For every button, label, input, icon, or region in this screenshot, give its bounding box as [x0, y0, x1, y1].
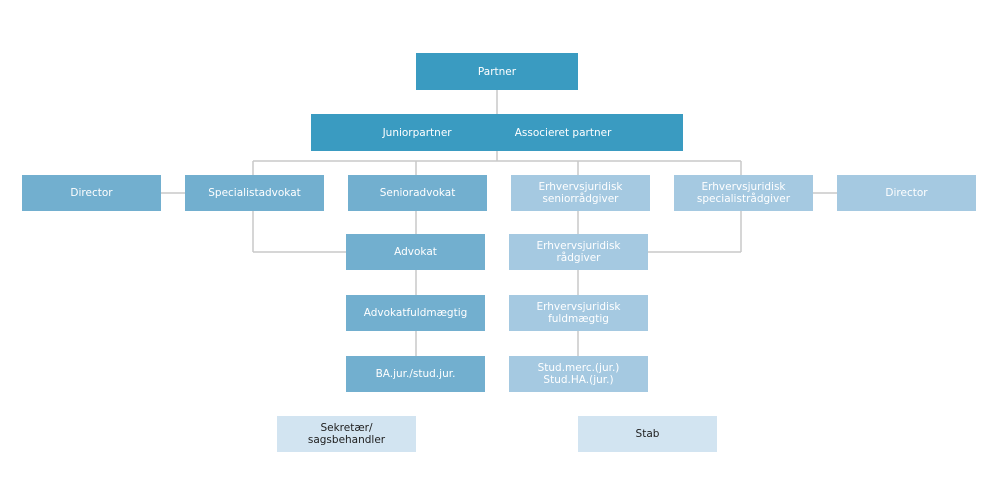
- node-director-right: Director: [837, 175, 976, 211]
- node-stud-merc: Stud.merc.(jur.) Stud.HA.(jur.): [509, 356, 648, 392]
- node-specialistadvokat: Specialistadvokat: [185, 175, 324, 211]
- node-partner: Partner: [416, 53, 578, 90]
- node-sekretaer-sagsbehandler: Sekretær/ sagsbehandler: [277, 416, 416, 452]
- node-senioradvokat: Senioradvokat: [348, 175, 487, 211]
- node-erhvervsjuridisk-fuldmaegtig: Erhvervsjuridisk fuldmægtig: [509, 295, 648, 331]
- node-advokatfuldmaegtig: Advokatfuldmægtig: [346, 295, 485, 331]
- node-stab: Stab: [578, 416, 717, 452]
- node-associeret-partner: Associeret partner: [514, 126, 612, 139]
- node-partner-level-2: Juniorpartner Associeret partner: [311, 114, 683, 151]
- node-erhvervsjuridisk-raadgiver: Erhvervsjuridisk rådgiver: [509, 234, 648, 270]
- node-erhvervsjuridisk-seniorraadgiver: Erhvervsjuridisk seniorrådgiver: [511, 175, 650, 211]
- node-director-left: Director: [22, 175, 161, 211]
- node-juniorpartner: Juniorpartner: [382, 126, 452, 139]
- node-ba-stud-jur: BA.jur./stud.jur.: [346, 356, 485, 392]
- node-erhvervsjuridisk-specialistraadgiver: Erhvervsjuridisk specialistrådgiver: [674, 175, 813, 211]
- node-advokat: Advokat: [346, 234, 485, 270]
